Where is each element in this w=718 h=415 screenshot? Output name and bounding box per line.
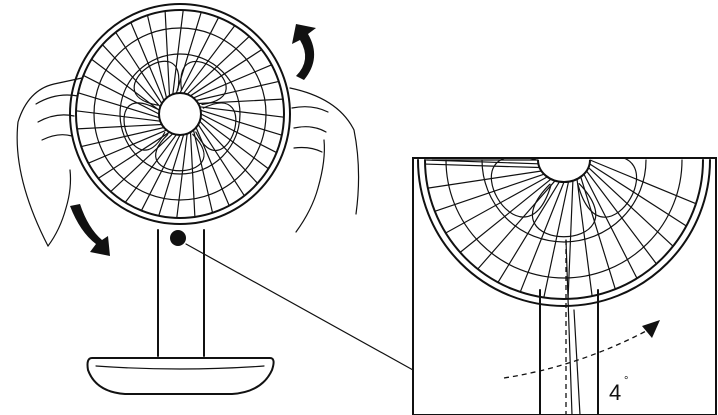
fan-stand: [157, 229, 205, 357]
guard-spoke: [200, 109, 283, 136]
guard-spoke: [90, 58, 160, 111]
guard-spoke: [87, 129, 168, 164]
pivot-dot: [170, 230, 186, 246]
guard-spoke: [195, 126, 230, 207]
guard-spoke: [124, 134, 177, 204]
guard-spoke: [175, 11, 202, 94]
guard-spoke: [179, 16, 220, 94]
guard-spoke: [585, 170, 658, 265]
guard-spoke: [130, 21, 165, 102]
tilt-angle-label: 4: [609, 380, 621, 405]
guard-spoke: [146, 14, 168, 99]
guard-spoke: [82, 74, 160, 115]
guard-spoke: [199, 106, 285, 118]
fan-blade: [490, 158, 552, 218]
guard-spoke: [583, 173, 638, 279]
tilt-angle-degree: °: [624, 375, 628, 387]
guard-spoke: [183, 24, 236, 94]
fan-blade: [133, 60, 180, 106]
detail-hub: [537, 159, 591, 183]
guard-spoke: [189, 49, 263, 97]
guard-spoke: [164, 10, 171, 97]
rotate-up-arrow: [292, 24, 316, 80]
guard-spoke: [477, 180, 556, 270]
guard-spoke: [140, 134, 181, 212]
fan-blade: [195, 102, 237, 151]
fan-hub: [158, 92, 202, 136]
callout-line: [185, 243, 414, 371]
guard-spoke: [76, 123, 163, 130]
fan-base: [86, 357, 275, 395]
guard-spoke: [189, 131, 196, 218]
fan-blade: [532, 183, 597, 238]
guard-spoke: [543, 181, 570, 299]
guard-spoke: [459, 178, 552, 254]
guard-spoke: [186, 35, 250, 95]
guard-spoke: [75, 110, 161, 122]
fan-blade: [577, 158, 638, 218]
guard-spoke: [172, 9, 184, 95]
guard-spoke: [199, 120, 259, 184]
fan-head: [69, 3, 291, 225]
guard-spoke: [101, 44, 161, 108]
guard-spoke: [110, 133, 174, 193]
guard-spoke: [176, 133, 188, 219]
guard-spoke: [445, 176, 548, 234]
fan-blade: [155, 133, 205, 172]
fan-blade: [123, 102, 166, 151]
rotate-down-arrow: [70, 204, 110, 256]
fan-blade: [180, 60, 227, 106]
guard-spoke: [77, 92, 160, 119]
left-hand: [16, 77, 83, 247]
guard-spoke: [567, 180, 574, 300]
right-hand: [289, 87, 360, 233]
tilt-arrowhead: [642, 320, 660, 338]
guard-spoke: [115, 31, 163, 105]
guard-spoke: [158, 134, 185, 217]
guard-spoke: [197, 123, 245, 197]
guard-spoke: [195, 80, 280, 102]
guard-spoke: [97, 131, 171, 179]
guard-spoke: [200, 113, 278, 154]
guard-spoke: [200, 117, 270, 170]
detail-view: 4 °: [412, 157, 717, 415]
guard-spoke: [192, 64, 273, 99]
guard-spoke: [80, 126, 165, 148]
guard-spoke: [497, 181, 561, 283]
guard-spoke: [519, 181, 565, 293]
guard-spoke: [580, 176, 616, 290]
guard-spoke: [192, 129, 214, 214]
tilt-direction-curve: [503, 329, 649, 379]
guard-spoke: [576, 178, 593, 297]
tilted-axis: [565, 239, 573, 415]
